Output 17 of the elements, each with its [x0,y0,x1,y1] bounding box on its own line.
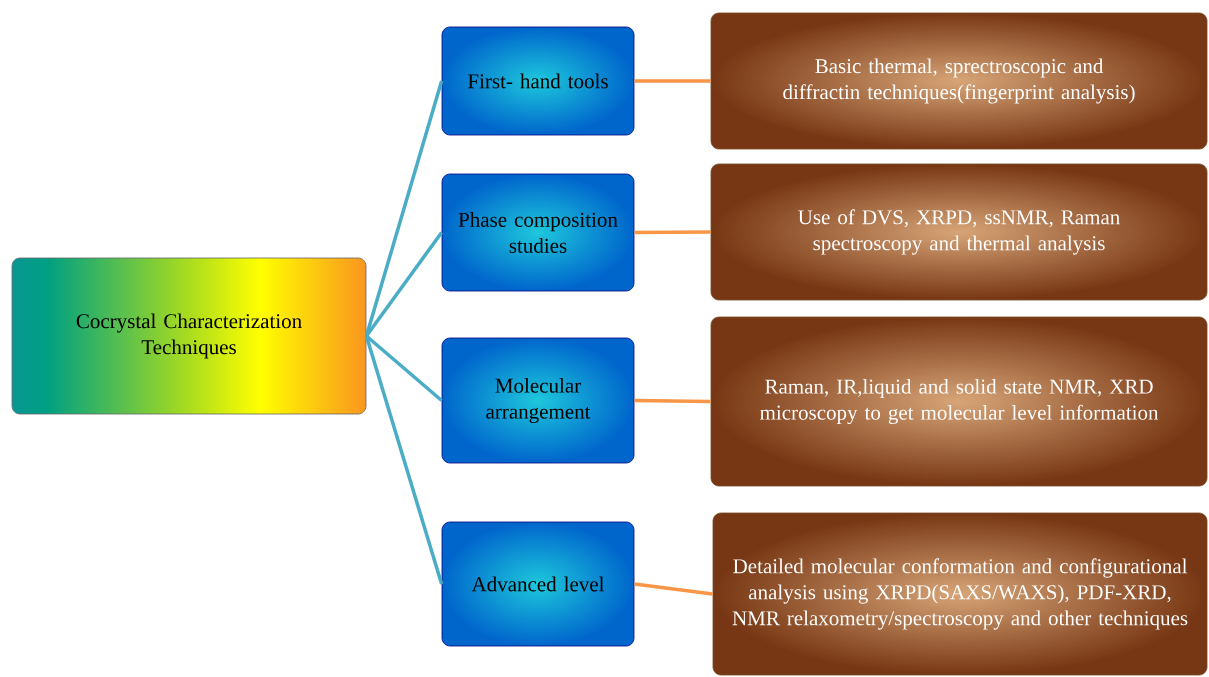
connector-line [634,230,711,235]
connector-line [634,398,711,404]
connector-line [365,334,443,402]
description-box: Raman, IR,liquid and solid state NMR, XRD microscopy to get molecular level information [710,316,1208,487]
connector-line [634,79,711,83]
description-box: Use of DVS, XRPD, ssNMR, Raman spectroscopy and thermal analysis [710,163,1208,301]
connector-line [634,582,713,596]
topic-box: Cocrystal Characterization Techniques [11,257,367,415]
connector-line [364,335,444,585]
category-box: First- hand tools [441,26,635,136]
description-box: Detailed molecular conformation and configurational analysis using XRPD(SAXS/WAXS), PDF-XRD, NMR relaxometry/spectroscopy and other techniques [712,512,1208,676]
category-box: Advanced level [441,521,635,647]
connector-line [365,231,444,338]
connector-line [364,80,444,337]
category-box: Phase composition studies [441,173,635,292]
description-box: Basic thermal, sprectroscopic and diffractin techniques(fingerprint analysis) [710,12,1208,150]
category-box: Molecular arrangement [441,337,635,464]
